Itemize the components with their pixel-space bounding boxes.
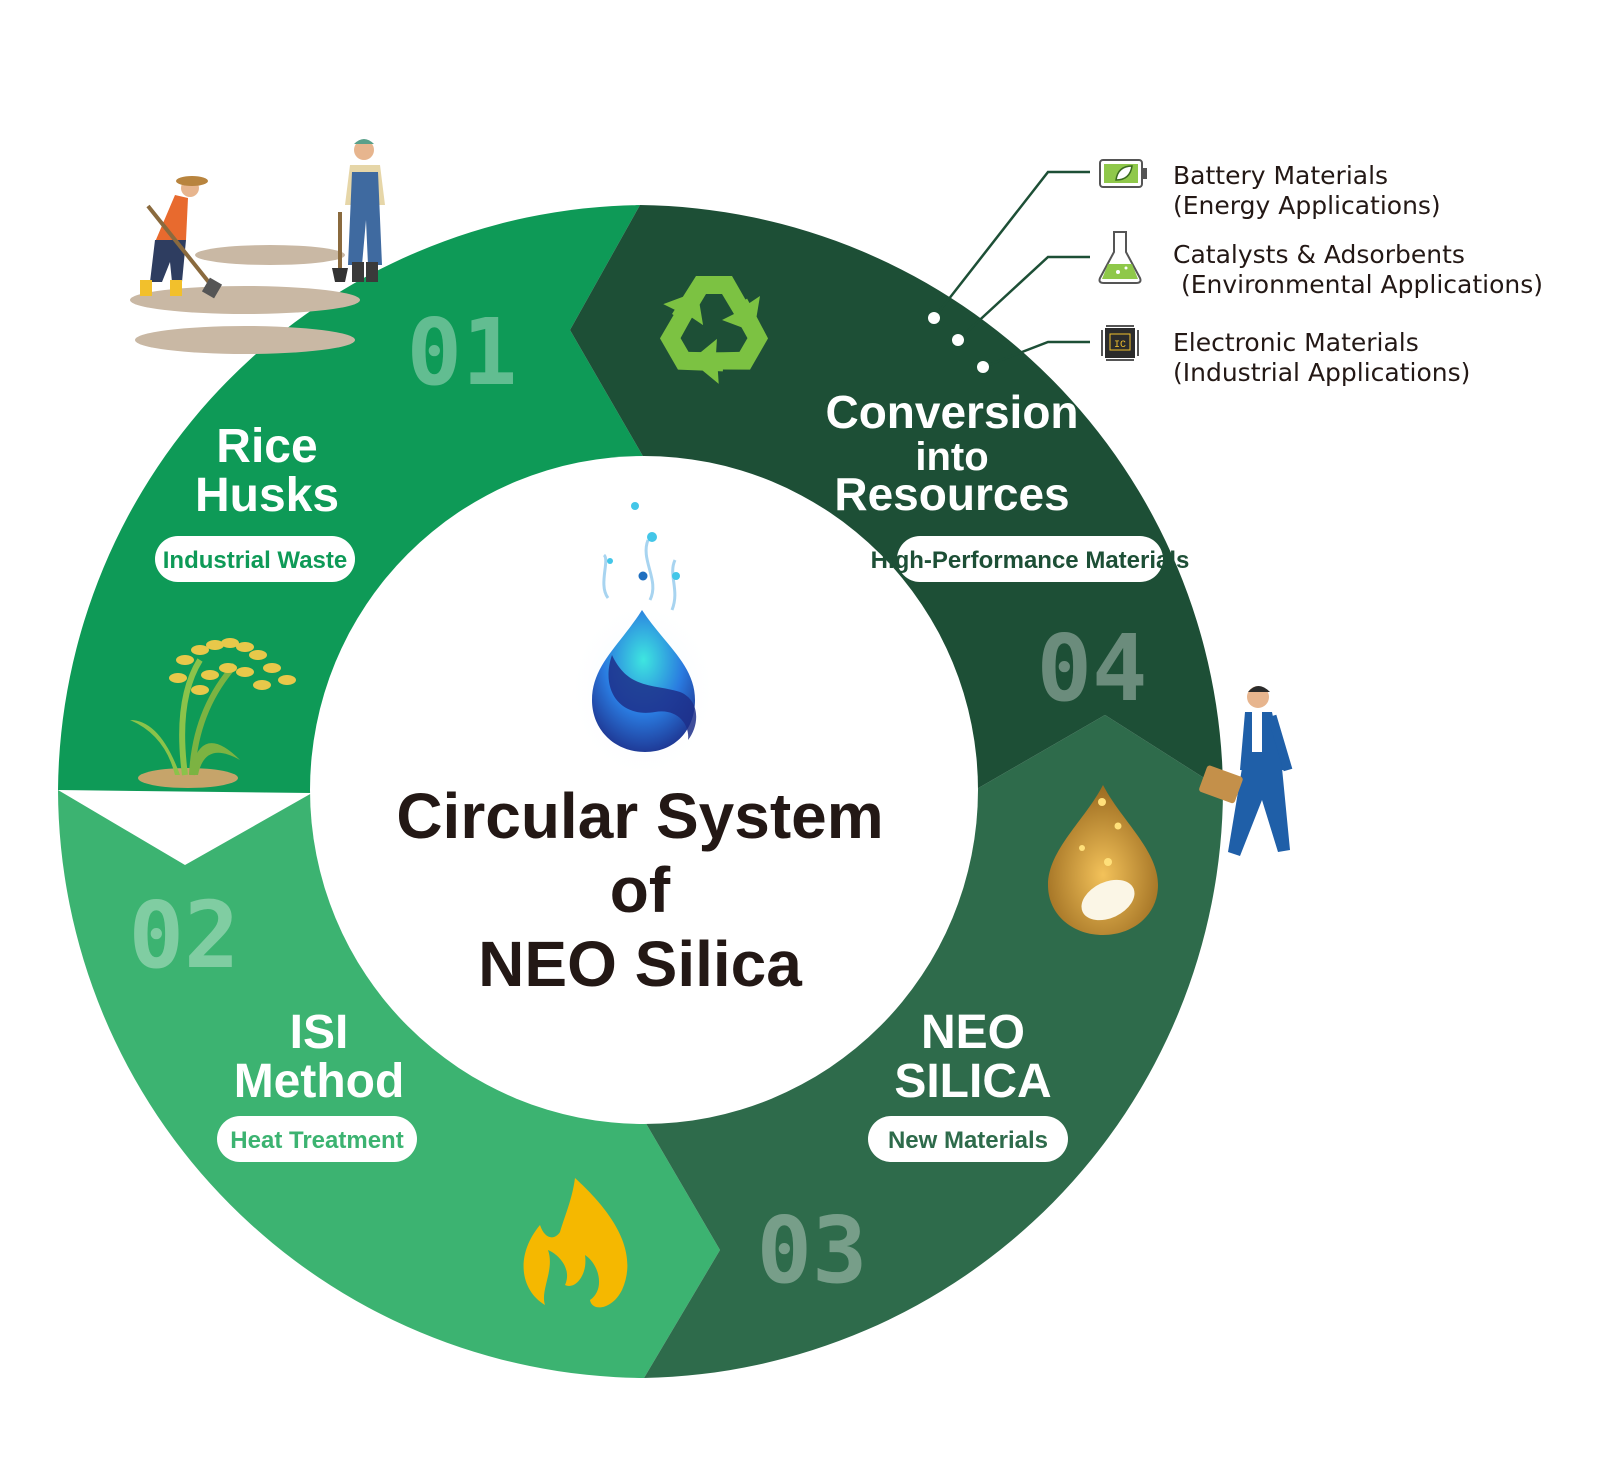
step-3-title-line1: NEO — [921, 1006, 1025, 1059]
segment-step-4 — [570, 205, 1223, 790]
flask-icon — [1098, 231, 1142, 284]
center-disc — [310, 456, 978, 1124]
center-title-line1: Circular System — [396, 780, 883, 852]
step-3-tag: New Materials — [888, 1127, 1048, 1154]
step-1-tag-pill — [155, 536, 355, 582]
step-4-title-line3: Resources — [834, 468, 1069, 520]
silica-drop-icon — [1048, 785, 1158, 935]
application-connectors — [933, 170, 1090, 369]
step-3-tag-pill — [868, 1116, 1068, 1162]
rice-plant-icon — [130, 638, 296, 788]
step-1-title-line1: Rice — [216, 420, 317, 473]
step-2-tag-pill — [217, 1116, 417, 1162]
fire-icon — [523, 1178, 628, 1308]
step-4-title-line1: Conversion — [825, 386, 1078, 438]
segment-step-2 — [58, 790, 720, 1378]
center-title-line3: NEO Silica — [478, 928, 802, 1000]
application-1-line2: (Energy Applications) — [1173, 191, 1441, 220]
step-4-tag-pill — [897, 536, 1163, 582]
application-3-line1: Electronic Materials — [1173, 328, 1419, 357]
recycle-icon — [659, 276, 769, 384]
application-3-line2: (Industrial Applications) — [1173, 358, 1470, 387]
connector-dots — [928, 312, 989, 373]
step-1-tag: Industrial Waste — [163, 547, 347, 574]
farmers-illustration — [130, 139, 385, 354]
step-2-title-line2: Method — [234, 1055, 405, 1108]
step-1-title-line2: Husks — [195, 469, 339, 522]
center-title-line2: of — [610, 854, 671, 926]
ic-chip-label: IC — [1114, 340, 1126, 351]
step-3-title-line2: SILICA — [894, 1055, 1051, 1108]
neo-silica-logo-icon — [568, 502, 718, 780]
ic-chip-icon: IC — [1101, 325, 1139, 361]
step-2-title-line1: ISI — [290, 1006, 349, 1059]
step-number-02: 02 — [129, 882, 240, 989]
battery-icon — [1099, 159, 1147, 188]
application-2-line2: (Environmental Applications) — [1173, 270, 1543, 299]
application-1-line1: Battery Materials — [1173, 161, 1388, 190]
step-number-03: 03 — [757, 1197, 868, 1304]
step-4-title-line2: into — [915, 435, 988, 479]
step-4-tag: High-Performance Materials — [871, 547, 1190, 574]
step-number-04: 04 — [1037, 615, 1148, 722]
application-2-line1: Catalysts & Adsorbents — [1173, 240, 1465, 269]
step-number-01: 01 — [407, 299, 518, 406]
businessman-illustration — [1199, 686, 1293, 856]
step-2-tag: Heat Treatment — [230, 1127, 403, 1154]
